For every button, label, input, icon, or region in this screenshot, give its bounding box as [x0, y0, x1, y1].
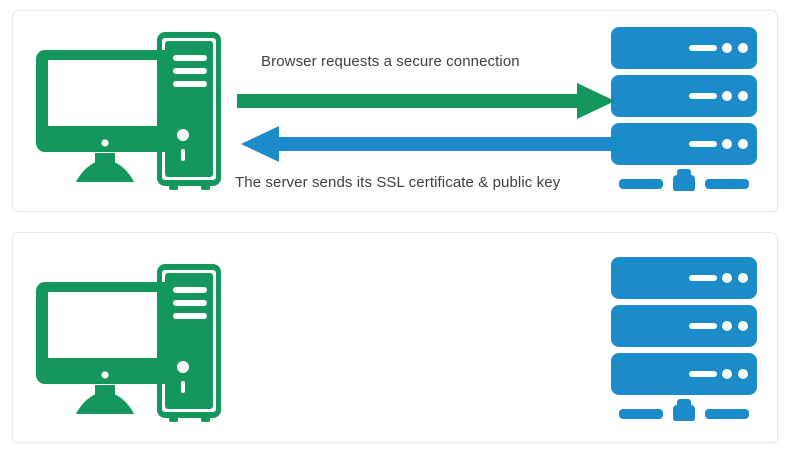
caption-browser-request: Browser requests a secure connection — [261, 53, 520, 70]
panel-validation: The browser validates the SSL certificat… — [12, 232, 778, 443]
panel-handshake-request: Browser requests a secure connection The… — [12, 10, 778, 212]
server-stack-icon — [603, 21, 765, 191]
arrow-left-blue — [231, 126, 619, 162]
desktop-computer-icon — [31, 17, 231, 197]
desktop-computer-icon — [31, 249, 231, 429]
caption-server-certificate: The server sends its SSL certificate & p… — [235, 174, 561, 191]
arrow-right-green — [237, 83, 615, 119]
server-stack-icon — [603, 251, 765, 421]
